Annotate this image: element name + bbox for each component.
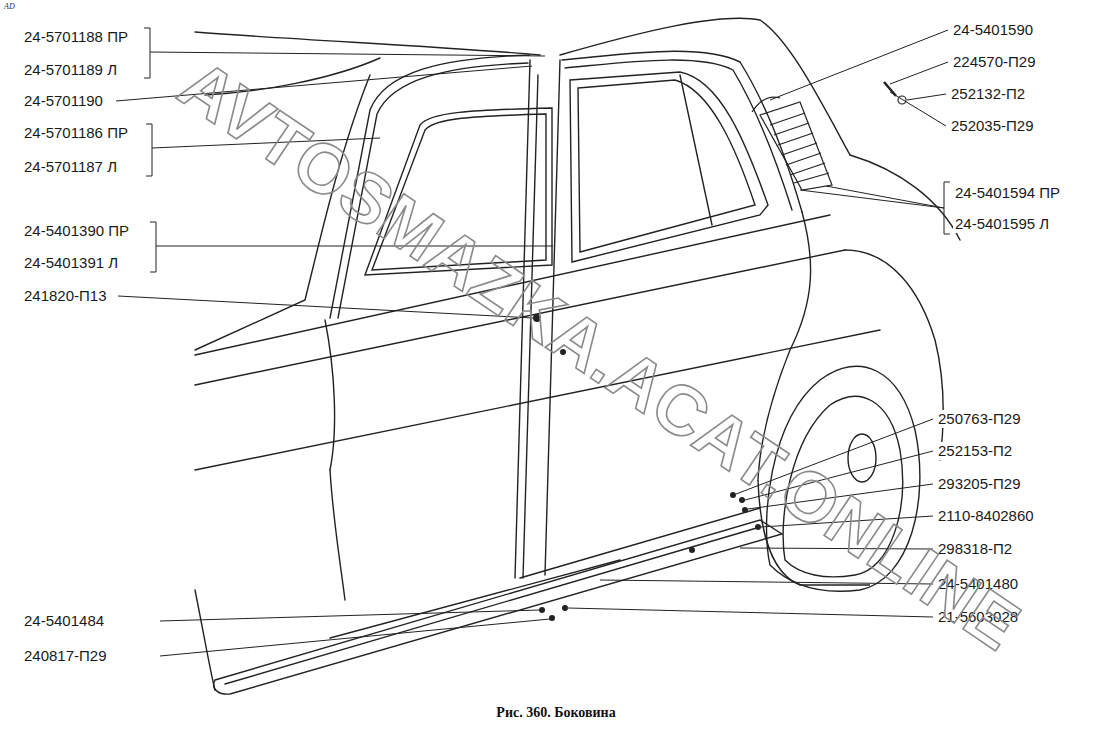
leader-lines bbox=[800, 182, 950, 234]
part-number: 24-5701188 ПР bbox=[22, 28, 130, 46]
part-number: 241820-П13 bbox=[22, 287, 109, 305]
car-body bbox=[520, 508, 760, 578]
car-body bbox=[330, 470, 345, 600]
fasteners bbox=[562, 605, 568, 611]
part-number: 24-5701187 Л bbox=[22, 158, 119, 176]
part-number: 24-5401390 ПР bbox=[22, 222, 131, 240]
leader-lines bbox=[160, 610, 540, 621]
wheel bbox=[848, 434, 876, 482]
fasteners bbox=[742, 507, 748, 513]
part-number: 293205-П29 bbox=[936, 475, 1023, 493]
part-number: 240817-П29 bbox=[22, 647, 109, 665]
leader-lines bbox=[907, 94, 946, 100]
part-number: 24-5401594 ПР bbox=[953, 184, 1062, 202]
part-number: 252035-П29 bbox=[949, 117, 1036, 135]
car-body bbox=[578, 80, 755, 252]
car-body bbox=[680, 75, 712, 225]
part-number: 24-5701190 bbox=[22, 92, 105, 110]
car-body bbox=[195, 590, 215, 690]
car-body bbox=[565, 60, 792, 210]
part-number: 24-5701189 Л bbox=[22, 61, 119, 79]
car-body bbox=[325, 320, 335, 470]
leader-lines bbox=[890, 92, 946, 126]
car-body bbox=[560, 18, 850, 155]
car-body bbox=[214, 520, 782, 694]
leader-lines bbox=[770, 30, 948, 100]
part-number: 24-5401590 bbox=[951, 21, 1035, 39]
part-number: 252132-П2 bbox=[949, 85, 1027, 103]
part-number: 24-5701186 ПР bbox=[22, 124, 130, 142]
part-number: 24-5401595 Л bbox=[953, 215, 1051, 233]
fasteners bbox=[689, 547, 695, 553]
figure-caption: Рис. 360. Боковина bbox=[496, 704, 615, 722]
part-number: 24-5401484 bbox=[22, 612, 106, 630]
car-body bbox=[195, 32, 540, 55]
vent-grille bbox=[884, 82, 896, 96]
watermark: AVTOSMAZKA.ACAT.ONLINE bbox=[165, 44, 1034, 666]
car-body bbox=[225, 527, 760, 684]
leader-lines bbox=[568, 608, 933, 617]
corner-mark: AD bbox=[4, 2, 15, 11]
fasteners bbox=[755, 524, 761, 530]
fasteners bbox=[549, 615, 555, 621]
leader-lines bbox=[890, 62, 948, 84]
vent-grille bbox=[770, 113, 829, 183]
vent-grille bbox=[760, 102, 832, 190]
car-body bbox=[570, 72, 768, 262]
part-number: 24-5401391 Л bbox=[22, 254, 120, 272]
part-number: 252153-П2 bbox=[936, 442, 1014, 460]
car-body bbox=[562, 51, 802, 212]
leader-lines bbox=[160, 619, 550, 656]
part-number: 224570-П29 bbox=[951, 53, 1038, 71]
part-number: 2110-8402860 bbox=[936, 507, 1036, 525]
part-number: 250763-П29 bbox=[936, 410, 1023, 428]
